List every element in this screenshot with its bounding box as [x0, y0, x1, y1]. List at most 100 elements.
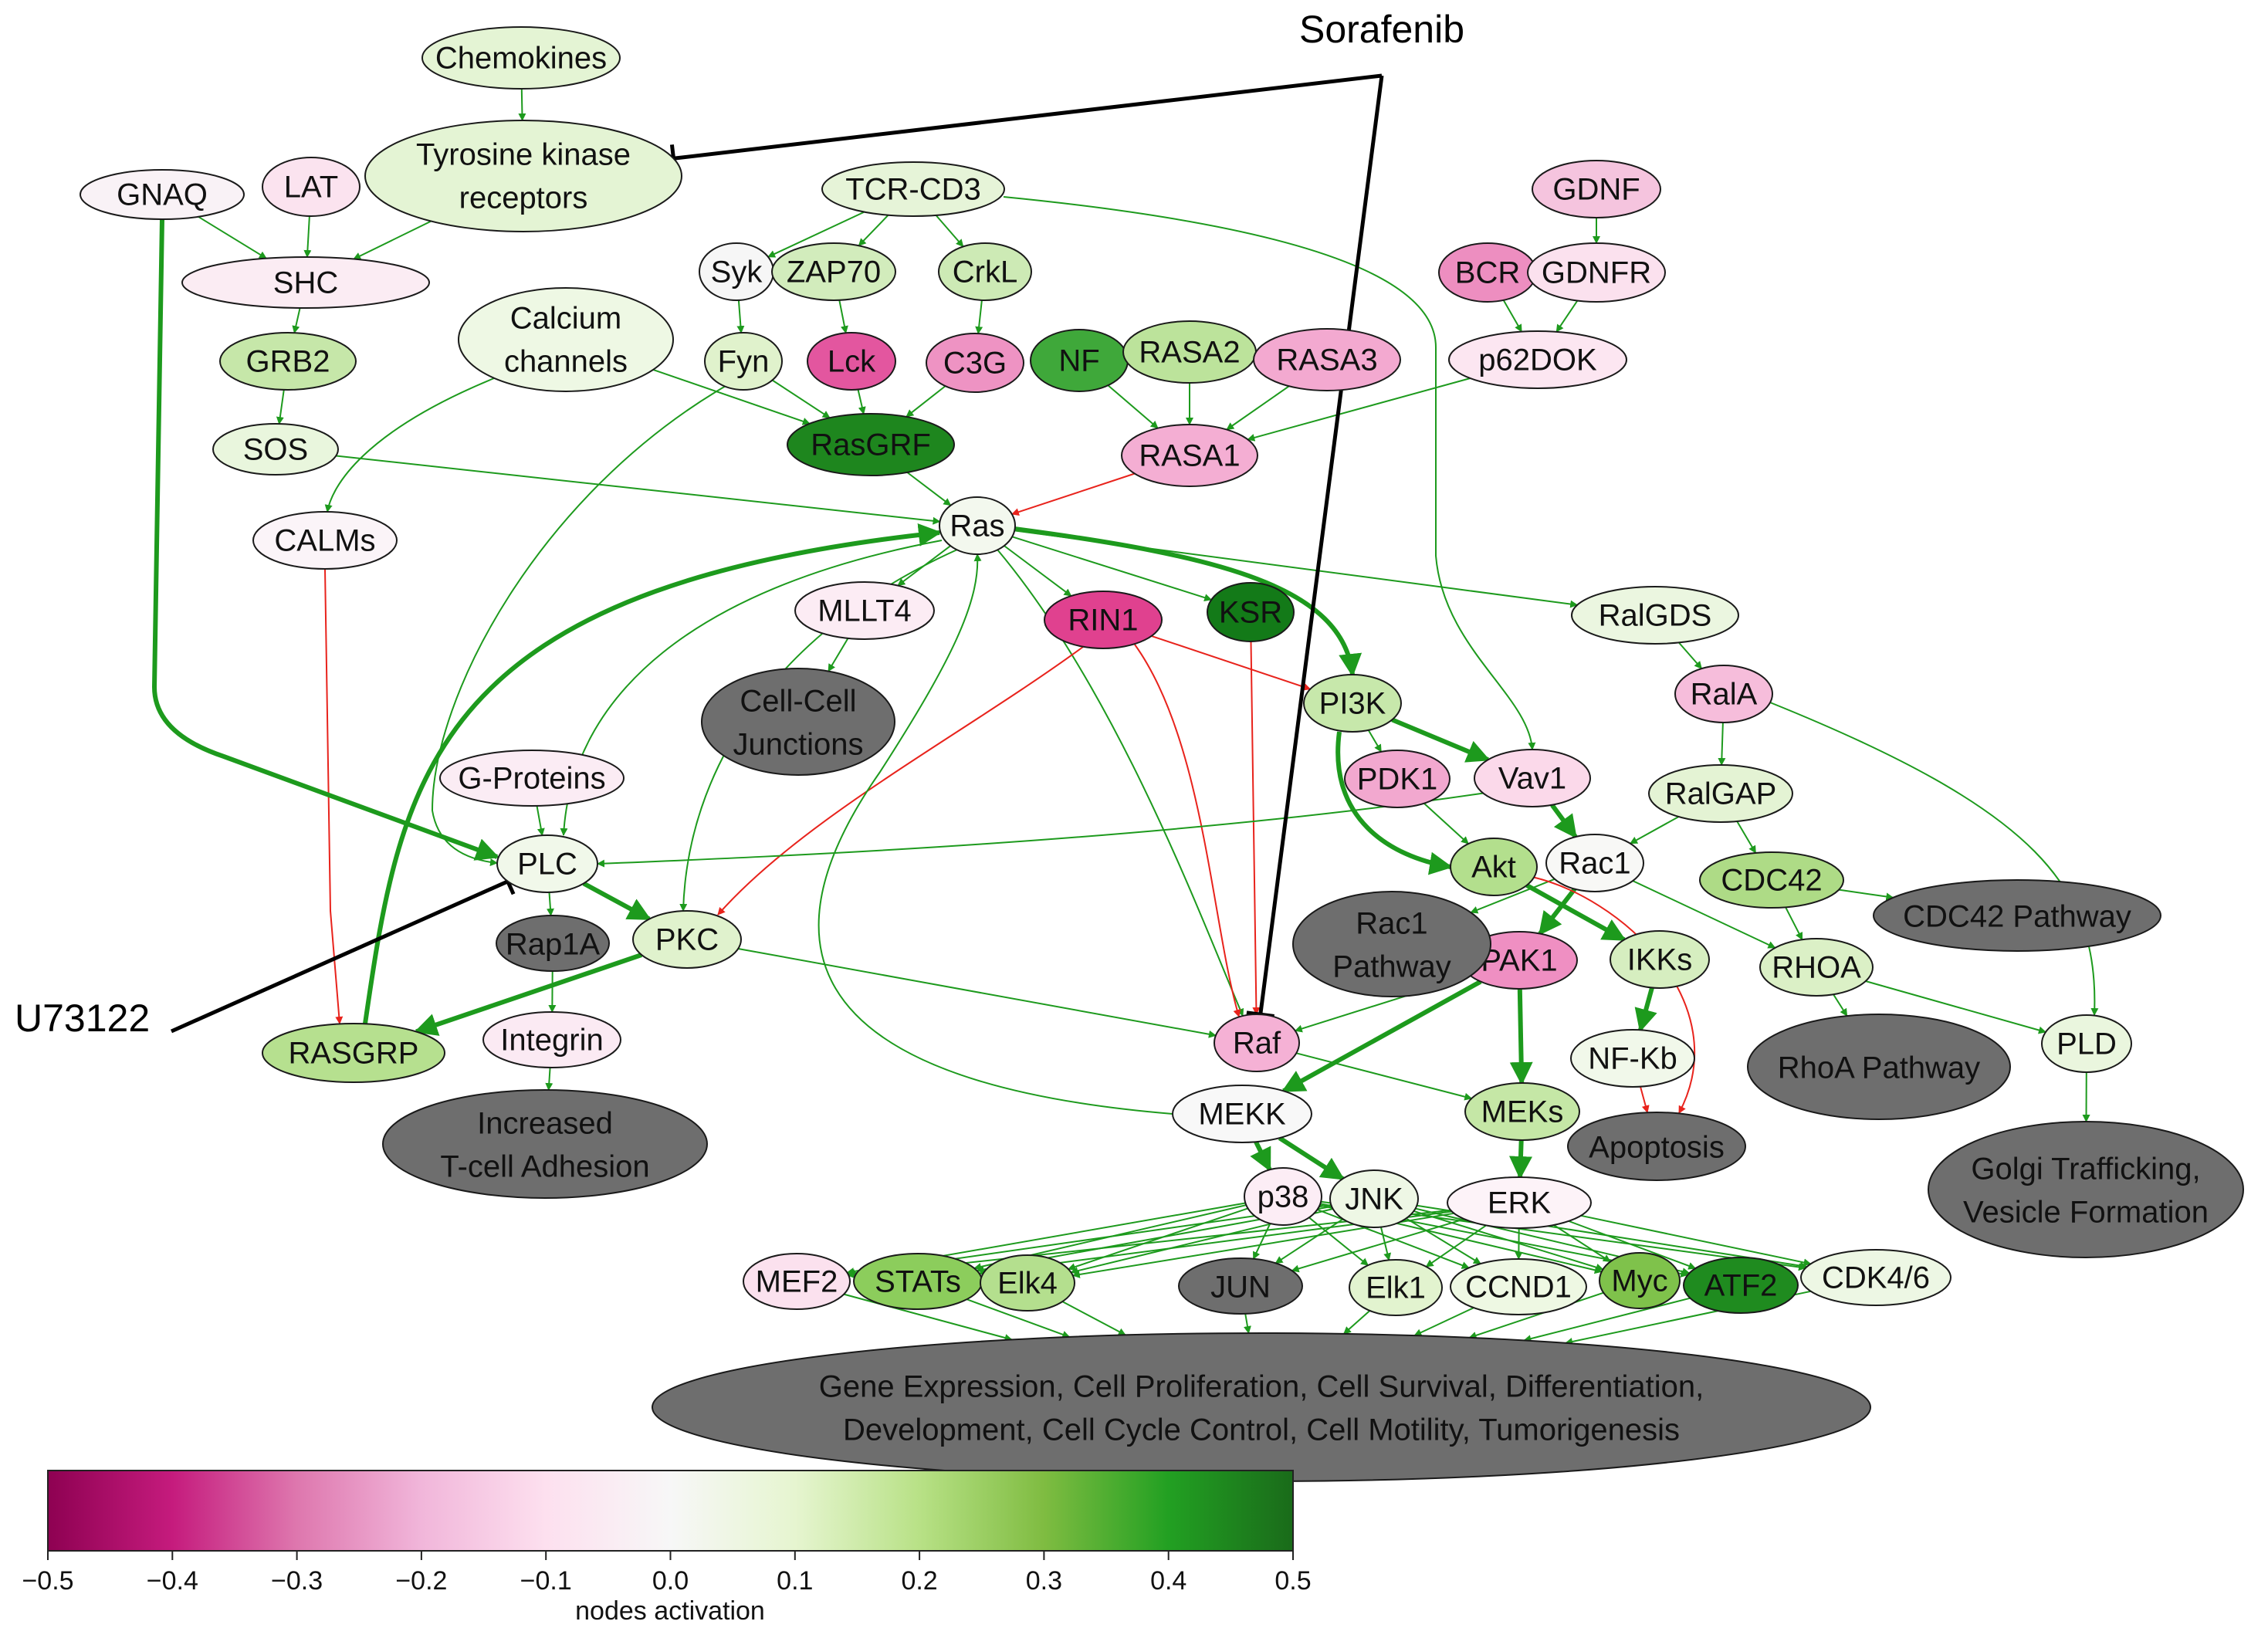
node-lat[interactable]: LAT [262, 157, 361, 217]
node-rhoa[interactable]: RHOA [1759, 938, 1874, 997]
node-gdnf[interactable]: GDNF [1532, 160, 1661, 218]
node-fyn-label: Fyn [718, 345, 770, 379]
node-grb2[interactable]: GRB2 [219, 332, 357, 391]
activation-edge-rasa3-rasa1 [1226, 385, 1290, 431]
node-gnaq[interactable]: GNAQ [80, 169, 245, 220]
node-atf2-shape [1683, 1257, 1799, 1314]
node-ikks[interactable]: IKKs [1610, 930, 1710, 989]
node-gene_expr-label: Gene Expression, Cell Proliferation, Cel… [819, 1369, 1704, 1403]
node-apoptosis[interactable]: Apoptosis [1567, 1112, 1746, 1181]
node-chemokines[interactable]: Chemokines [421, 26, 621, 90]
node-gene_expr[interactable]: Gene Expression, Cell Proliferation, Cel… [652, 1332, 1871, 1482]
node-gprot[interactable]: G-Proteins [439, 750, 625, 807]
node-shc[interactable]: SHC [181, 256, 430, 309]
node-golgi[interactable]: Golgi Trafficking,Vesicle Formation [1928, 1121, 2244, 1258]
node-mekk[interactable]: MEKK [1172, 1085, 1312, 1143]
node-ras[interactable]: Ras [939, 496, 1016, 555]
node-gdnfr[interactable]: GDNFR [1527, 242, 1666, 303]
node-raf[interactable]: Raf [1214, 1014, 1300, 1072]
node-myc[interactable]: Myc [1599, 1252, 1681, 1309]
colorbar-tick-label: −0.5 [22, 1566, 73, 1596]
node-vav1[interactable]: Vav1 [1474, 749, 1591, 807]
node-lat-label: LAT [284, 171, 338, 205]
node-rtk-label: receptors [459, 181, 588, 215]
activation-edge-jnk-myc [1413, 1210, 1604, 1271]
node-plc[interactable]: PLC [496, 834, 598, 893]
activation-edge-elk1-gene_expr [1343, 1310, 1371, 1335]
node-sos[interactable]: SOS [212, 423, 339, 476]
node-rasgrf[interactable]: RasGRF [787, 413, 955, 476]
node-nf[interactable]: NF [1030, 329, 1129, 392]
node-syk[interactable]: Syk [699, 242, 774, 301]
node-crkl-shape [938, 242, 1032, 301]
node-rasa1[interactable]: RASA1 [1121, 424, 1258, 487]
node-bcr[interactable]: BCR [1438, 242, 1537, 303]
activation-edge-ccnd1-gene_expr [1413, 1307, 1474, 1337]
node-fyn[interactable]: Fyn [704, 332, 783, 391]
node-rasa2[interactable]: RASA2 [1122, 320, 1257, 384]
node-ras-shape [939, 496, 1016, 555]
node-lck[interactable]: Lck [807, 332, 896, 391]
node-pi3k[interactable]: PI3K [1303, 674, 1402, 733]
node-erk[interactable]: ERK [1447, 1176, 1592, 1229]
node-elk4[interactable]: Elk4 [980, 1254, 1075, 1312]
node-jun-label: JUN [1210, 1270, 1271, 1304]
node-ccnd1[interactable]: CCND1 [1450, 1258, 1587, 1315]
node-rhoa_path[interactable]: RhoA Pathway [1747, 1014, 2011, 1120]
node-pkc[interactable]: PKC [632, 910, 742, 969]
node-atf2[interactable]: ATF2 [1683, 1257, 1799, 1314]
node-akt[interactable]: Akt [1450, 838, 1538, 896]
node-cdc42_path[interactable]: CDC42 Pathway [1873, 879, 2161, 952]
node-pld[interactable]: PLD [2041, 1014, 2132, 1073]
node-rap1a-shape [496, 915, 610, 972]
node-cdk46[interactable]: CDK4/6 [1800, 1249, 1951, 1306]
node-pld-shape [2041, 1014, 2132, 1073]
node-stats[interactable]: STATs [853, 1253, 983, 1310]
node-mef2[interactable]: MEF2 [743, 1253, 851, 1310]
node-mllt4[interactable]: MLLT4 [794, 581, 935, 640]
node-nfkb[interactable]: NF-Kb [1570, 1029, 1695, 1088]
node-pdk1[interactable]: PDK1 [1344, 750, 1451, 808]
node-rala-shape [1674, 665, 1773, 723]
node-elk1[interactable]: Elk1 [1349, 1259, 1443, 1316]
node-rasgrp[interactable]: RASGRP [262, 1023, 445, 1083]
node-ksr[interactable]: KSR [1207, 582, 1295, 642]
node-rin1[interactable]: RIN1 [1044, 591, 1163, 649]
activation-edge-stats-gene_expr [966, 1298, 1071, 1339]
activation-edge-meks-erk [1509, 1139, 1532, 1180]
node-nf-label: NF [1058, 344, 1099, 378]
node-rala[interactable]: RalA [1674, 665, 1773, 723]
node-crkl[interactable]: CrkL [938, 242, 1032, 301]
node-zap70[interactable]: ZAP70 [771, 242, 896, 301]
node-cell_junctions-label: Cell-Cell [740, 684, 856, 718]
activation-edge-tcr-vav1 [1003, 196, 1536, 750]
node-rasa1-shape [1121, 424, 1258, 487]
activation-edge-pi3k-akt [1335, 731, 1453, 875]
node-jun[interactable]: JUN [1178, 1257, 1303, 1315]
activation-edge-rac1-rac1_path [1470, 878, 1555, 914]
node-p62dok[interactable]: p62DOK [1448, 330, 1627, 389]
node-p38[interactable]: p38 [1244, 1167, 1322, 1226]
node-rasgrf-shape [787, 413, 955, 476]
node-calms[interactable]: CALMs [252, 511, 398, 570]
activation-edge-raf-meks [1296, 1052, 1473, 1101]
node-rasa3[interactable]: RASA3 [1253, 328, 1401, 391]
node-rac1[interactable]: Rac1 [1545, 834, 1644, 892]
drug-label-sorafenib: Sorafenib [1299, 8, 1464, 51]
node-integrin[interactable]: Integrin [482, 1011, 621, 1068]
colorbar-label: nodes activation [575, 1596, 765, 1626]
node-meks[interactable]: MEKs [1464, 1082, 1580, 1141]
node-c3g[interactable]: C3G [926, 333, 1024, 393]
node-rap1a[interactable]: Rap1A [496, 915, 610, 972]
node-tcr[interactable]: TCR-CD3 [821, 161, 1005, 217]
node-ralgap[interactable]: RalGAP [1648, 764, 1793, 823]
node-ralgds[interactable]: RalGDS [1571, 586, 1739, 645]
node-cdc42[interactable]: CDC42 [1699, 851, 1844, 909]
node-jnk[interactable]: JNK [1329, 1169, 1419, 1228]
